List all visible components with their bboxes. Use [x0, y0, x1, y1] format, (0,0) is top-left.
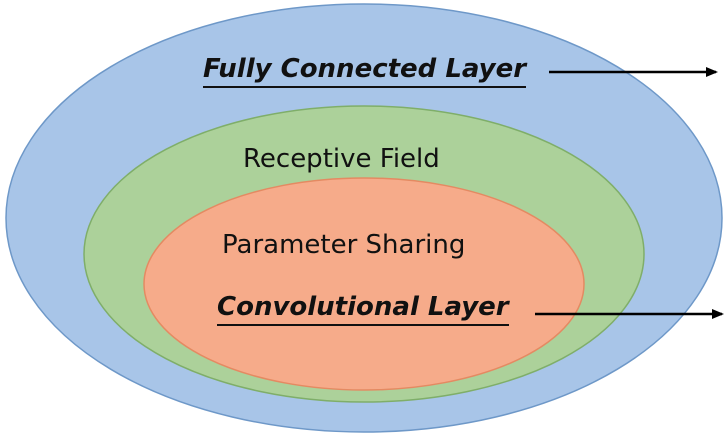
- receptive-field-label: Receptive Field: [243, 144, 440, 174]
- fully-connected-layer-label: Fully Connected Layer: [203, 56, 527, 88]
- parameter-sharing-label: Parameter Sharing: [222, 230, 466, 260]
- convolutional-layer-label: Convolutional Layer: [217, 294, 509, 326]
- inner-ellipse-parameter-sharing: [143, 177, 585, 391]
